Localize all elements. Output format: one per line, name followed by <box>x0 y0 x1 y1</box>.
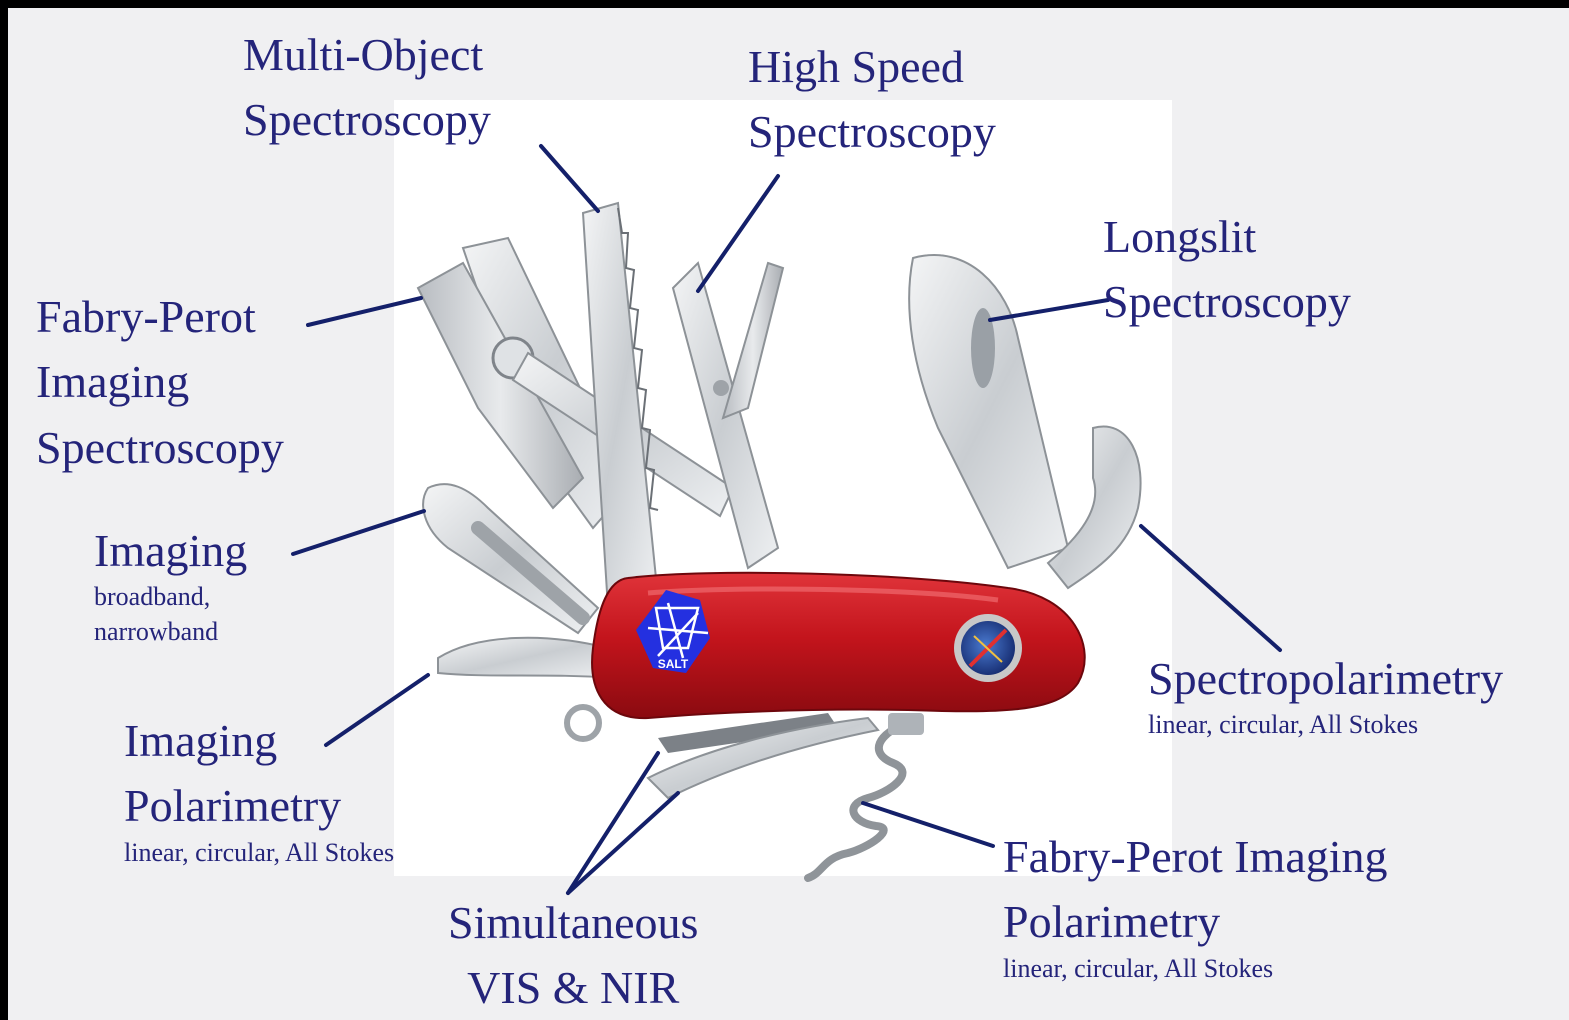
label-fabry-perot-imaging-spectroscopy: Fabry-Perot Imaging Spectroscopy <box>36 284 284 480</box>
diagram-canvas: SALT Multi-Object Spectroscopy High Spee… <box>8 8 1569 1020</box>
label-title: Simultaneous VIS & NIR <box>448 890 698 1020</box>
label-title: Longslit Spectroscopy <box>1103 204 1351 335</box>
tweezers-toothpick-tools <box>648 713 878 798</box>
label-title: Multi-Object Spectroscopy <box>243 22 491 153</box>
label-title: Fabry-Perot Imaging Spectroscopy <box>36 284 284 480</box>
label-title: High Speed Spectroscopy <box>748 34 996 165</box>
label-simultaneous-vis-nir: Simultaneous VIS & NIR <box>448 890 698 1020</box>
label-title: Imaging Polarimetry <box>124 708 394 839</box>
large-blade-tool <box>909 255 1068 568</box>
telescope-emblem-icon <box>954 614 1022 682</box>
label-title: Imaging <box>94 518 247 583</box>
label-multi-object-spectroscopy: Multi-Object Spectroscopy <box>243 22 491 153</box>
scissors-tool <box>673 263 783 568</box>
label-subtitle: linear, circular, All Stokes <box>124 835 394 870</box>
leader-spectropolarimetry <box>1141 526 1280 650</box>
label-high-speed-spectroscopy: High Speed Spectroscopy <box>748 34 996 165</box>
leader-multi-object <box>541 146 598 211</box>
label-title: Fabry-Perot Imaging Polarimetry <box>1003 824 1388 955</box>
label-longslit-spectroscopy: Longslit Spectroscopy <box>1103 204 1351 335</box>
saw-blade-tool <box>583 203 658 608</box>
label-subtitle: linear, circular, All Stokes <box>1148 707 1503 742</box>
label-imaging-polarimetry: Imaging Polarimetry linear, circular, Al… <box>124 708 394 870</box>
can-opener-tool <box>1048 426 1141 588</box>
small-blade-tool <box>438 638 613 678</box>
nail-file-tool <box>423 484 598 633</box>
leader-fabry-perot-spectroscopy <box>308 298 421 325</box>
key-ring <box>567 707 599 739</box>
label-fabry-perot-imaging-polarimetry: Fabry-Perot Imaging Polarimetry linear, … <box>1003 824 1388 986</box>
label-imaging: Imaging broadband, narrowband <box>94 518 247 650</box>
label-title: Spectropolarimetry <box>1148 646 1503 711</box>
label-subtitle: linear, circular, All Stokes <box>1003 951 1388 986</box>
leader-imaging <box>293 511 424 554</box>
label-subtitle: broadband, narrowband <box>94 579 247 649</box>
salt-logo-text: SALT <box>658 657 689 671</box>
label-spectropolarimetry: Spectropolarimetry linear, circular, All… <box>1148 646 1503 742</box>
